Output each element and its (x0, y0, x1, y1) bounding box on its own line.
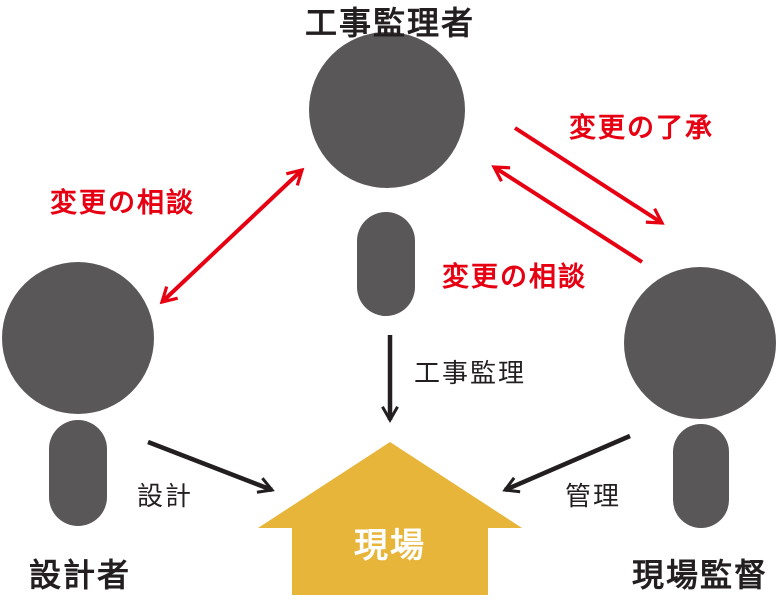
site-manager-figure (624, 267, 776, 528)
approval-label: 変更の了承 (569, 112, 714, 144)
management-label: 管理 (565, 482, 621, 512)
design-label: 設計 (137, 482, 193, 512)
consultation-arrow-left (159, 167, 305, 305)
site-label: 現場 (354, 526, 426, 566)
designer-figure (2, 262, 154, 526)
designer-body (49, 420, 107, 526)
supervision-label: 工事監理 (414, 359, 526, 389)
supervisor-body (357, 212, 415, 316)
supervisor-figure (309, 32, 465, 316)
site-manager-body (673, 424, 729, 528)
consultation-arrow-right (491, 165, 644, 264)
design-arrow (147, 439, 275, 494)
supervisor-head (309, 32, 465, 188)
approval-arrow (513, 126, 665, 225)
designer-head (2, 262, 154, 414)
designer-title: 設計者 (29, 556, 131, 594)
consultation-label-right: 変更の相談 (442, 261, 587, 293)
site-manager-head (624, 267, 776, 419)
management-arrow (502, 433, 631, 494)
supervisor-title: 工事監理者 (305, 4, 475, 42)
consultation-label-left: 変更の相談 (50, 187, 195, 219)
site-house (258, 442, 522, 595)
site-manager-title: 現場監督 (632, 556, 768, 594)
